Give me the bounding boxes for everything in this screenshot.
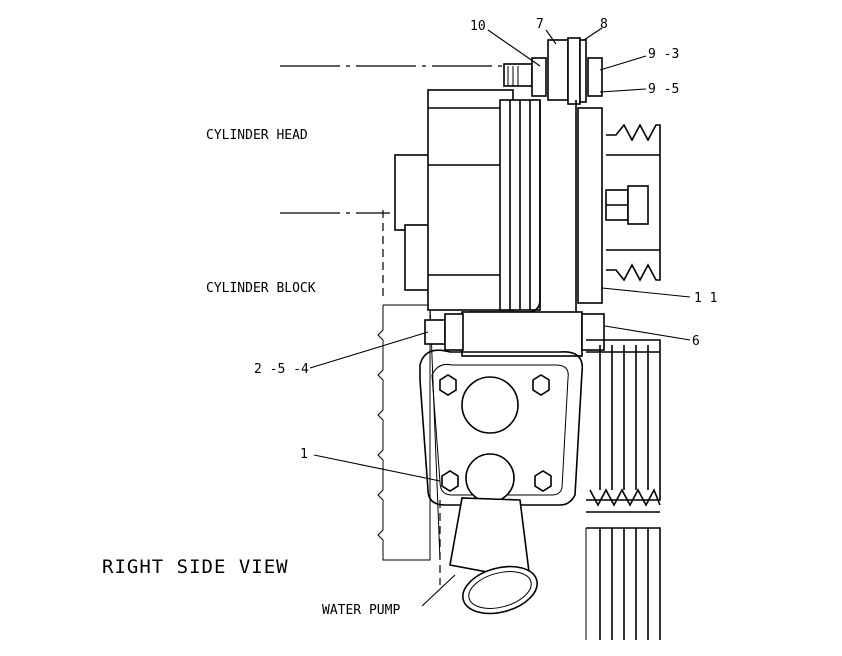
water-pump-label: WATER PUMP [322, 603, 400, 618]
alternator [394, 89, 541, 311]
view-title: RIGHT SIDE VIEW [102, 556, 289, 578]
callout-1: 1 [300, 447, 308, 462]
callout-9-3: 9 -3 [648, 47, 679, 62]
mounting-bracket [419, 311, 605, 506]
adjusting-bracket [470, 37, 603, 335]
callout-11: 1 1 [694, 291, 717, 306]
callout-10: 10 [470, 19, 486, 34]
cylinder-block-outline [377, 210, 441, 561]
callout-7: 7 [536, 17, 544, 32]
cylinder-block-label: CYLINDER BLOCK [206, 281, 316, 296]
callout-6: 6 [692, 334, 700, 349]
callout-2-5-4: 2 -5 -4 [254, 362, 309, 377]
water-pump-outlet [439, 453, 538, 615]
cylinder-head-label: CYLINDER HEAD [206, 128, 308, 143]
callout-8: 8 [600, 17, 608, 32]
callout-9-5: 9 -5 [648, 82, 679, 97]
crankshaft-pulley [585, 339, 661, 640]
leader-lines [309, 27, 691, 607]
alternator-pulley [577, 107, 661, 304]
